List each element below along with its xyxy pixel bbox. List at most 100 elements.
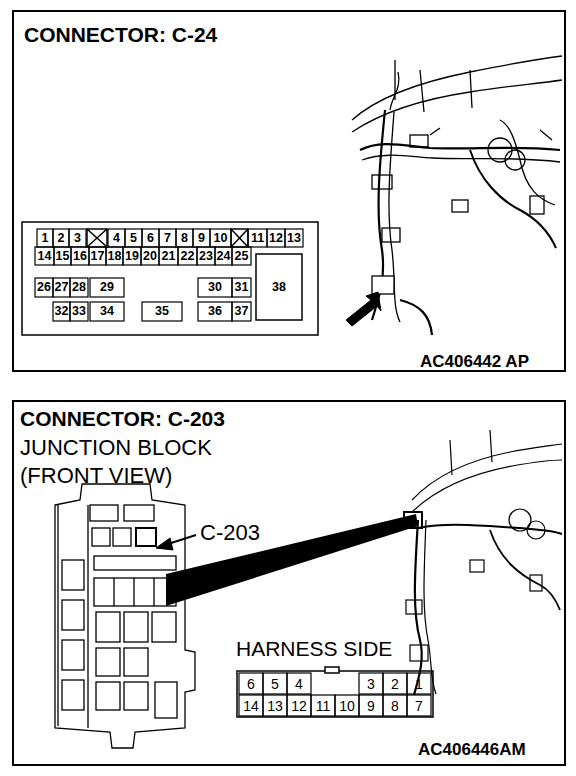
pin-number: 20 <box>141 247 159 265</box>
pin-number: 33 <box>70 302 88 321</box>
pin-number: 14 <box>35 247 54 265</box>
pin-number: 37 <box>232 302 251 321</box>
junction-block-part <box>96 682 120 710</box>
view-note: HARNESS SIDE <box>236 637 392 660</box>
junction-block-part <box>96 612 120 642</box>
dashboard-harness-bottom-part <box>470 560 484 572</box>
pin-cell <box>70 302 88 321</box>
pin-number: 7 <box>159 229 176 247</box>
connector-c24-outline-part <box>231 229 248 247</box>
connector-c203-outline <box>237 667 433 717</box>
pin-cell <box>90 278 124 297</box>
pin-cell <box>359 695 383 716</box>
pin-cell <box>263 695 287 716</box>
pin-cell <box>198 302 232 321</box>
pin-number: 11 <box>311 695 335 716</box>
junction-block-part <box>96 648 120 676</box>
panel-frame: CONNECTOR: C-24 <box>12 10 566 372</box>
pin-number: 8 <box>176 229 193 247</box>
dashboard-harness-top-part <box>400 300 432 335</box>
pin-number: 9 <box>359 695 383 716</box>
pin-number: 1 <box>37 229 53 247</box>
pin-cell <box>35 247 54 265</box>
c203-pointer <box>156 535 196 550</box>
pin-cell <box>176 229 193 247</box>
junction-block-part <box>124 612 148 642</box>
connector-c24-outline-part <box>231 229 248 247</box>
dashboard-harness-top-part <box>372 175 392 189</box>
dashboard-harness-bottom-part <box>527 521 545 539</box>
c203-pointer-part <box>168 535 196 544</box>
pin-number: 12 <box>267 229 285 247</box>
figure-code: AC406442 AP <box>420 353 529 372</box>
pin-number: 17 <box>89 247 106 265</box>
pin-cell <box>232 302 251 321</box>
junction-block-part <box>124 505 154 521</box>
view-caption: JUNCTION BLOCK (FRONT VIEW) <box>20 434 270 489</box>
pin-number: 28 <box>70 278 88 297</box>
connector-c24-outline-part <box>87 229 107 247</box>
pin-cell <box>89 247 106 265</box>
dashboard-harness-bottom-part <box>450 430 492 475</box>
panel-frame: CONNECTOR: C-203JUNCTION BLOCK (FRONT VI… <box>12 400 566 766</box>
pin-number: 12 <box>287 695 311 716</box>
pin-cell <box>125 229 142 247</box>
pin-number: 5 <box>125 229 142 247</box>
dashboard-harness-top-part <box>420 70 472 112</box>
pin-number: 29 <box>90 278 124 297</box>
dashboard-harness-top-part <box>362 155 560 162</box>
dashboard-harness-top-part <box>430 128 552 140</box>
pin-cell <box>142 229 159 247</box>
pin-cell <box>54 247 71 265</box>
connector-c24-outline-part <box>256 254 302 320</box>
pin-cell <box>70 278 88 297</box>
pin-number: 5 <box>263 673 287 694</box>
dashboard-harness-bottom <box>404 430 562 695</box>
pin-number: 6 <box>142 229 159 247</box>
dashboard-harness-bottom-part <box>530 575 542 591</box>
pin-number: 6 <box>239 673 263 694</box>
pin-cell <box>383 695 407 716</box>
pin-cell <box>383 673 407 694</box>
pin-cell <box>335 695 359 716</box>
dashboard-harness-top-part <box>390 60 399 110</box>
pin-cell <box>239 673 263 694</box>
pin-cell <box>37 229 53 247</box>
connector-c24-outline-part <box>22 222 318 335</box>
pin-cell <box>285 229 303 247</box>
pin-number: 35 <box>142 302 182 321</box>
pin-cell <box>53 229 69 247</box>
junction-block-part <box>124 682 148 710</box>
pin-cell <box>267 229 285 247</box>
dashboard-harness-top-part <box>372 276 394 294</box>
pin-cell <box>142 302 182 321</box>
pin-cell <box>53 302 70 321</box>
dashboard-harness-top-part <box>488 138 512 162</box>
pin-cell <box>311 695 335 716</box>
connector-heading: CONNECTOR: C-203 <box>20 406 420 432</box>
locator-arrow-part <box>346 292 381 326</box>
c203-pointer-part <box>156 538 173 550</box>
pin-number: 24 <box>215 247 232 265</box>
pin-number: 22 <box>178 247 197 265</box>
dashboard-harness-bottom-part <box>414 520 422 695</box>
connector-c24-outline-part <box>87 229 107 247</box>
pin-cell <box>287 673 311 694</box>
pin-number: 30 <box>198 278 232 297</box>
dashboard-harness-top <box>352 56 562 335</box>
view-wedge <box>166 514 418 606</box>
junction-block-part <box>94 556 176 570</box>
pin-number: 14 <box>239 695 263 716</box>
junction-block-part <box>113 528 131 546</box>
pin-number: 38 <box>260 258 298 316</box>
pin-number: 10 <box>335 695 359 716</box>
pin-number: 11 <box>248 229 267 247</box>
pin-number: 2 <box>383 673 407 694</box>
view-wedge-part <box>166 514 418 606</box>
dashboard-harness-top-part <box>360 144 560 150</box>
pin-number: 13 <box>263 695 287 716</box>
pin-number: 16 <box>71 247 89 265</box>
junction-block-part <box>62 600 84 630</box>
dashboard-harness-bottom-part <box>404 512 422 528</box>
pin-number: 8 <box>383 695 407 716</box>
